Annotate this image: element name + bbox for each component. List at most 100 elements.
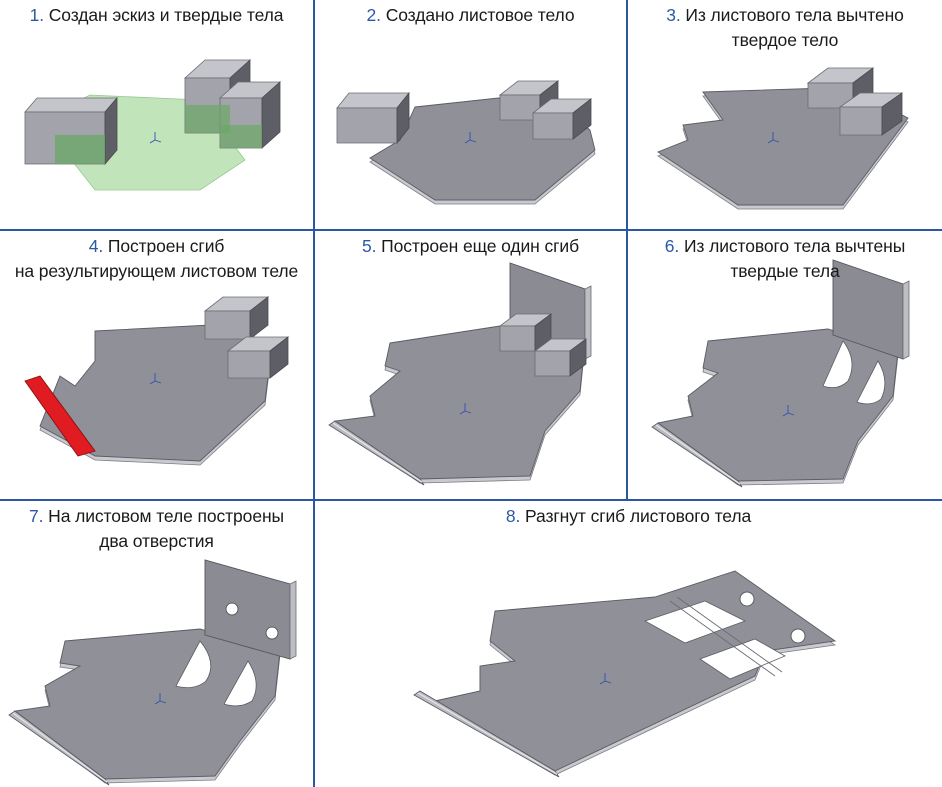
- figure-second-bend: [328, 262, 592, 486]
- step-number-dot: .: [675, 5, 686, 25]
- cutout-opening: [223, 660, 257, 707]
- figure-two-holes: [8, 559, 297, 786]
- bend-highlight-line: [332, 422, 423, 483]
- caption-line: твердые тела: [628, 259, 942, 284]
- hole: [790, 628, 806, 644]
- step-number: 8: [505, 506, 516, 526]
- caption-text: Создан эскиз и твердые тела: [48, 5, 284, 25]
- cutout-opening: [175, 640, 212, 689]
- solid-front-face: [336, 107, 398, 144]
- step-illustration: [657, 67, 909, 210]
- caption-line: два отверстия: [0, 529, 313, 554]
- solid-side-face: [569, 338, 587, 377]
- caption-line: 1. Создан эскиз и твердые тела: [0, 3, 313, 28]
- caption-text: два отверстия: [99, 531, 214, 551]
- caption-line: 8. Разгнут сгиб листового тела: [315, 504, 942, 529]
- lower-bend: [413, 690, 560, 778]
- caption-text: Создано листовое тело: [385, 5, 575, 25]
- solid-front-face: [227, 350, 271, 379]
- hole: [225, 602, 239, 616]
- step-number: 4: [88, 236, 99, 256]
- solid-side-face: [269, 336, 289, 379]
- figure-solid-subtracted: [657, 67, 909, 210]
- solid-side-face: [881, 92, 903, 136]
- bend-line: [676, 596, 783, 673]
- panel-divider: [0, 499, 942, 501]
- cutout-opening: [856, 360, 886, 405]
- caption-line: 4. Построен сгиб: [0, 234, 313, 259]
- caption-text: на результирующем листовом теле: [14, 261, 299, 281]
- step-illustration: [328, 262, 592, 486]
- solid-side-face: [396, 91, 410, 145]
- caption-text: Разгнут сгиб листового тела: [525, 506, 752, 526]
- sketch-origin-marker: [782, 405, 795, 417]
- bend-flange-edge: [902, 280, 910, 360]
- sketch-origin-marker: [767, 132, 780, 144]
- step-number-dot: .: [376, 5, 386, 25]
- bend-highlight-line: [12, 712, 108, 783]
- cutout-opening: [822, 340, 853, 389]
- caption-line: 7. На листовом теле построены: [0, 504, 313, 529]
- step-illustration: [8, 559, 297, 786]
- step-number-dot: .: [38, 506, 49, 526]
- step-illustration: [336, 80, 596, 205]
- solid-top-face: [24, 97, 118, 113]
- step-caption: 1. Создан эскиз и твердые тела: [0, 3, 313, 28]
- solid-side-face: [249, 296, 269, 340]
- caption-line: 6. Из листового тела вычтены: [628, 234, 942, 259]
- panel-divider: [0, 229, 942, 231]
- lower-bend: [8, 710, 110, 786]
- step-caption: 5. Построен еще один сгиб: [315, 234, 626, 259]
- caption-text: Из листового тела вычтено: [685, 5, 904, 25]
- caption-line: 3. Из листового тела вычтено: [628, 3, 942, 28]
- solid-top-face: [336, 92, 410, 109]
- bend-highlight-line: [417, 692, 558, 775]
- step-number-dot: .: [371, 236, 382, 256]
- lower-bend: [651, 422, 743, 488]
- caption-text: Построен сгиб: [107, 236, 225, 256]
- panel-divider: [313, 0, 315, 501]
- cutout-opening: [644, 600, 747, 644]
- step-illustration: [24, 296, 290, 466]
- bend-highlight-line: [655, 424, 741, 485]
- solid-front-face: [204, 310, 251, 340]
- bend-flange-edge: [584, 285, 592, 360]
- step-caption: 2. Создано листовое тело: [315, 3, 626, 28]
- step-number-dot: .: [515, 506, 526, 526]
- figure-solids-subtracted: [651, 259, 910, 488]
- sketch-origin-marker: [599, 673, 612, 685]
- step-panel-5: 5. Построен еще один сгиб: [315, 231, 626, 499]
- hole: [739, 591, 755, 607]
- step-number: 2: [366, 5, 377, 25]
- sketch-origin-marker: [464, 132, 477, 144]
- figure-unfolded: [413, 570, 837, 778]
- caption-line: 2. Создано листовое тело: [315, 3, 626, 28]
- caption-text: твердые тела: [730, 261, 840, 281]
- step-panel-8: 8. Разгнут сгиб листового тела: [315, 501, 942, 787]
- caption-text: твердое тело: [731, 30, 839, 50]
- sketch-origin-marker: [149, 373, 162, 385]
- step-number-dot: .: [98, 236, 108, 256]
- figure-bend-highlighted: [24, 296, 290, 466]
- step-number: 1: [29, 5, 40, 25]
- step-illustration: [651, 259, 910, 488]
- caption-line: на результирующем листовом теле: [0, 259, 313, 284]
- hole: [265, 626, 279, 640]
- step-number: 6: [664, 236, 675, 256]
- step-panel-1: 1. Создан эскиз и твердые тела: [0, 0, 313, 229]
- panel-divider: [313, 501, 315, 787]
- sketch-origin-marker: [154, 693, 167, 705]
- step-illustration: [24, 59, 282, 191]
- solid-front-face: [534, 350, 571, 377]
- intersection-region: [185, 105, 230, 133]
- step-number: 3: [666, 5, 676, 25]
- solid-front-face: [532, 112, 574, 140]
- panel-divider: [626, 0, 628, 501]
